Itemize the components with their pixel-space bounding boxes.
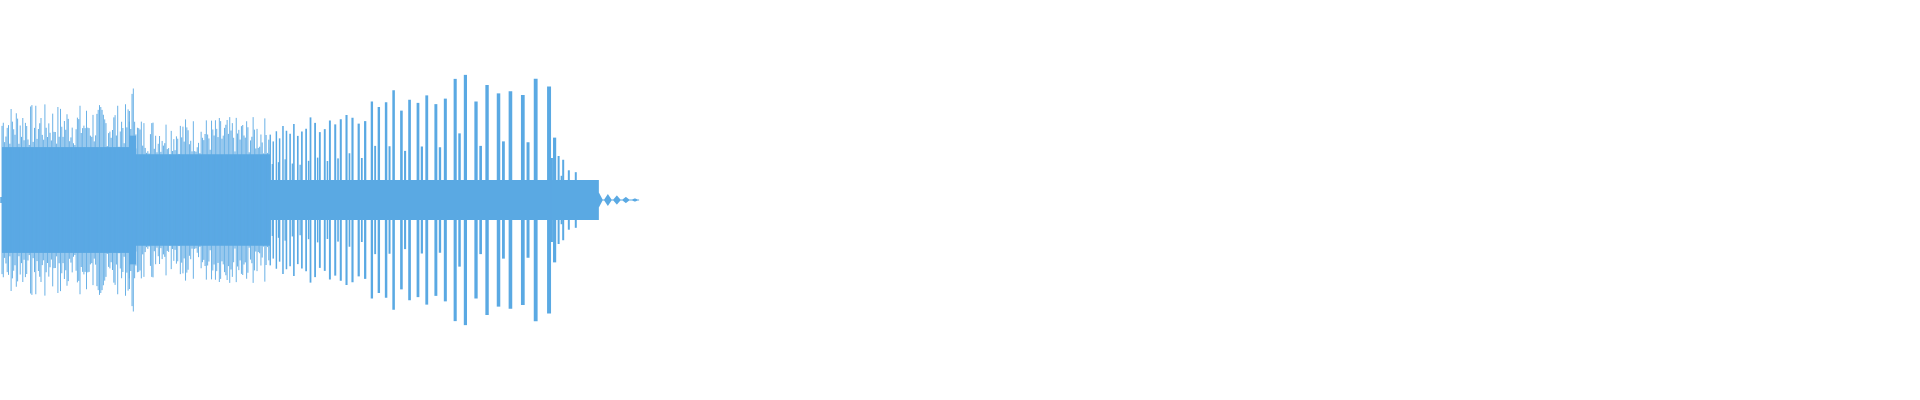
waveform-band [551, 180, 599, 220]
waveform-band [270, 180, 552, 220]
waveform-band [129, 135, 137, 265]
waveform-samples [0, 74, 640, 326]
